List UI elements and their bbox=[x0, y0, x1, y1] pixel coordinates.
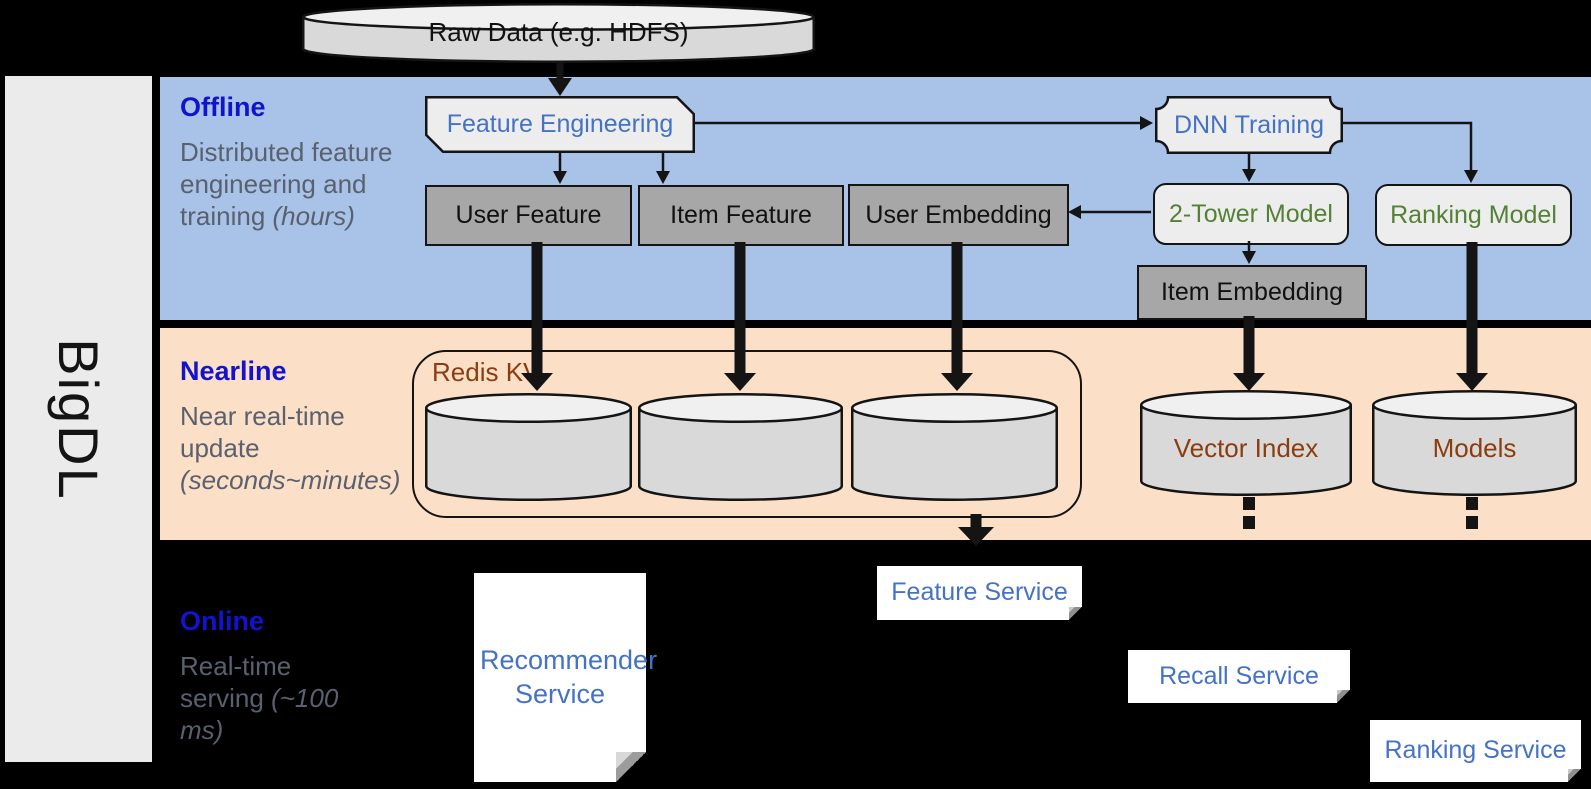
models-cylinder bbox=[1372, 390, 1577, 501]
two-tower-model-node: 2-Tower Model bbox=[1153, 183, 1349, 245]
page-fold-icon bbox=[1568, 769, 1581, 782]
user-embedding-node: User Embedding bbox=[848, 184, 1069, 246]
nearline-desc-note: (seconds~minutes) bbox=[180, 465, 401, 496]
nearline-description: Near real-time update (seconds~minutes) bbox=[180, 400, 425, 497]
cylinder-shape bbox=[302, 3, 815, 63]
recall-service-label: Recall Service bbox=[1159, 661, 1319, 690]
offline-title: Offline bbox=[180, 92, 266, 122]
snip-rectangle-shape bbox=[425, 96, 695, 153]
offline-desc-text: Distributed feature engineering and trai… bbox=[180, 137, 393, 232]
kv-store-cylinder-1 bbox=[425, 393, 632, 506]
user-embedding-label: User Embedding bbox=[865, 200, 1052, 229]
dnn-training-label: DNN Training bbox=[1173, 110, 1325, 139]
redis-kv-label: Redis KV bbox=[432, 357, 541, 387]
page-fold-icon bbox=[1337, 690, 1350, 703]
online-desc-note: (~100 ms) bbox=[180, 683, 339, 746]
raw-data-cylinder: Raw Data (e.g. HDFS) bbox=[302, 3, 815, 63]
kv-store-cylinder-3 bbox=[851, 393, 1058, 506]
online-desc-text: Real-time serving bbox=[180, 651, 292, 714]
feature-service-node: Feature Service bbox=[877, 566, 1082, 620]
vector-index-cylinder bbox=[1140, 390, 1352, 501]
raw-data-label: Raw Data (e.g. HDFS) bbox=[428, 17, 689, 47]
user-feature-node: User Feature bbox=[425, 185, 632, 246]
recommender-service-node: Recommender Service bbox=[474, 573, 658, 782]
dnn-training-node: DNN Training bbox=[1155, 96, 1343, 154]
item-embedding-node: Item Embedding bbox=[1137, 265, 1367, 320]
ranking-model-node: Ranking Model bbox=[1375, 184, 1572, 246]
item-feature-node: Item Feature bbox=[638, 185, 844, 246]
item-feature-label: Item Feature bbox=[670, 201, 812, 229]
ranking-model-label: Ranking Model bbox=[1390, 200, 1557, 229]
item-embedding-label: Item Embedding bbox=[1160, 278, 1344, 306]
feature-engineering-node: Feature Engineering bbox=[425, 96, 695, 153]
online-title: Online bbox=[180, 606, 265, 636]
feature-service-label: Feature Service bbox=[891, 578, 1068, 607]
page-fold-icon bbox=[616, 752, 646, 782]
brand-sidebar: BigDL bbox=[5, 76, 152, 762]
offline-desc-note: (hours) bbox=[272, 201, 355, 232]
recall-service-node: Recall Service bbox=[1128, 650, 1350, 703]
nearline-title: Nearline bbox=[180, 356, 287, 386]
brand-logo-text: BigDL bbox=[47, 337, 110, 501]
page-fold-icon bbox=[1069, 607, 1082, 620]
nearline-desc-text: Near real-time update bbox=[180, 401, 345, 464]
recommender-service-label: Recommender Service bbox=[480, 644, 658, 709]
ranking-service-node: Ranking Service bbox=[1370, 720, 1581, 782]
online-description: Real-time serving (~100 ms) bbox=[180, 650, 340, 747]
plaque-shape bbox=[1155, 96, 1343, 154]
kv-store-cylinder-2 bbox=[638, 393, 843, 506]
offline-description: Distributed feature engineering and trai… bbox=[180, 136, 400, 233]
user-feature-label: User Feature bbox=[455, 201, 602, 229]
feature-engineering-label: Feature Engineering bbox=[446, 110, 674, 138]
ranking-service-label: Ranking Service bbox=[1384, 736, 1567, 765]
two-tower-model-label: 2-Tower Model bbox=[1169, 199, 1333, 228]
